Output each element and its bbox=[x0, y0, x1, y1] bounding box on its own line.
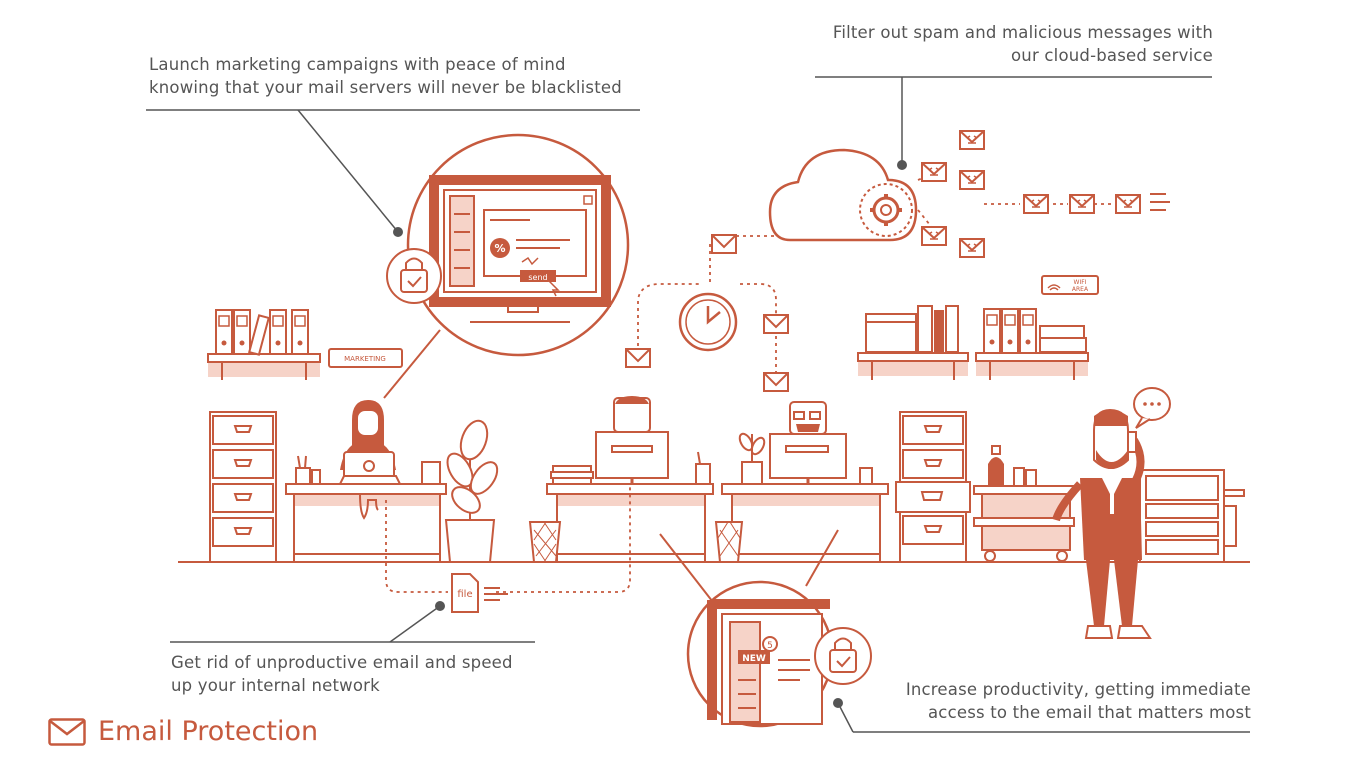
copier bbox=[1139, 469, 1245, 563]
send-button-label: send bbox=[528, 273, 547, 282]
lock-icon bbox=[400, 269, 428, 293]
spam-envelope-icon bbox=[921, 162, 947, 182]
waste-bins bbox=[528, 521, 744, 563]
spam-envelope-icon bbox=[959, 170, 985, 190]
lock-icon bbox=[829, 649, 857, 673]
spam-envelope-icon bbox=[959, 238, 985, 258]
callout-internal-line2: up your internal network bbox=[171, 676, 380, 695]
clean-envelope-icon bbox=[1069, 194, 1095, 214]
callout-spam-line1: Filter out spam and malicious messages w… bbox=[832, 23, 1213, 42]
left-filing-cabinet bbox=[209, 411, 277, 563]
left-shelf: MARKETING bbox=[207, 309, 403, 380]
right-filing-cabinet bbox=[895, 411, 971, 563]
callout-marketing-line2: knowing that your mail servers will neve… bbox=[149, 78, 622, 97]
callout-productivity-line1: Increase productivity, getting immediate bbox=[905, 680, 1251, 699]
callout-spam-line2: our cloud-based service bbox=[1011, 46, 1213, 65]
clock-icon bbox=[678, 292, 738, 352]
envelope-icon bbox=[711, 234, 737, 254]
envelope-icon bbox=[763, 372, 789, 392]
wifi-label-line1: WIFI bbox=[1074, 279, 1087, 286]
callout-marketing: Launch marketing campaigns with peace of… bbox=[149, 53, 622, 99]
callout-lines bbox=[146, 76, 1250, 733]
notification-count: 5 bbox=[767, 641, 773, 651]
gear-icon bbox=[872, 196, 900, 224]
marketing-desk bbox=[285, 400, 447, 562]
callout-spam: Filter out spam and malicious messages w… bbox=[833, 21, 1213, 67]
marketing-magnifier: % send bbox=[383, 133, 630, 399]
percent-badge: % bbox=[494, 242, 505, 255]
send-button bbox=[520, 270, 556, 282]
file-icon: file bbox=[451, 573, 508, 613]
callout-internal: Get rid of unproductive email and speed … bbox=[171, 651, 513, 697]
wifi-label-line2: AREA bbox=[1072, 286, 1089, 293]
man-on-phone bbox=[1052, 387, 1171, 639]
callout-productivity: Increase productivity, getting immediate… bbox=[906, 678, 1251, 724]
notification-count-badge bbox=[762, 636, 778, 652]
plant bbox=[444, 419, 499, 563]
callout-internal-line1: Get rid of unproductive email and speed bbox=[171, 653, 513, 672]
page-title: Email Protection bbox=[48, 716, 318, 747]
clean-envelope-icon bbox=[1115, 194, 1141, 214]
spam-envelope-icon bbox=[959, 130, 985, 150]
envelope-icon bbox=[625, 348, 651, 368]
envelope-icon bbox=[48, 717, 86, 746]
cloud-service bbox=[768, 148, 918, 242]
file-label: file bbox=[457, 589, 472, 600]
spam-envelope-icon bbox=[921, 226, 947, 246]
right-shelves: WIFI AREA bbox=[857, 275, 1099, 380]
coffee-cart bbox=[973, 445, 1075, 562]
inbox-magnifier: NEW 5 bbox=[659, 529, 872, 728]
speed-lines bbox=[1150, 193, 1170, 211]
marketing-sign: MARKETING bbox=[344, 355, 386, 363]
new-badge: NEW bbox=[742, 654, 766, 664]
clean-envelope-icon bbox=[1023, 194, 1049, 214]
callout-productivity-line2: access to the email that matters most bbox=[927, 703, 1251, 722]
envelope-icon bbox=[763, 314, 789, 334]
page-title-text: Email Protection bbox=[98, 716, 319, 747]
callout-marketing-line1: Launch marketing campaigns with peace of… bbox=[149, 55, 566, 74]
wifi-icon bbox=[1047, 284, 1061, 291]
middle-desk-right bbox=[721, 401, 889, 562]
